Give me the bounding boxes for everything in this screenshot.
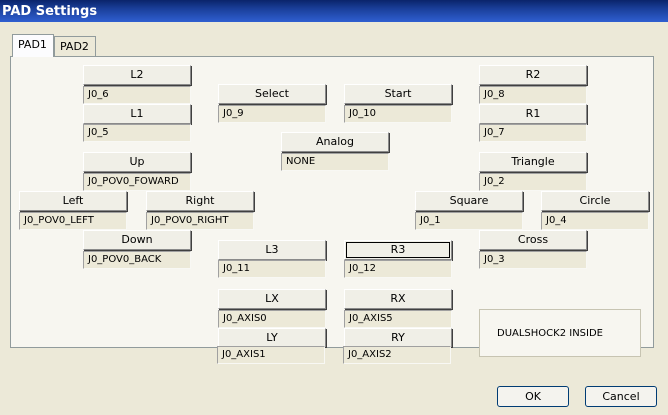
up-button[interactable]: Up bbox=[83, 152, 191, 172]
select-button[interactable]: Select bbox=[218, 84, 326, 104]
controller-info-text: DUALSHOCK2 INSIDE bbox=[497, 328, 603, 339]
tab-pad1-label: PAD1 bbox=[18, 38, 47, 51]
select-mapping-field[interactable]: J0_9 bbox=[218, 105, 326, 123]
ok-button[interactable]: OK bbox=[497, 386, 569, 407]
r1-mapping-field[interactable]: J0_7 bbox=[479, 124, 587, 142]
ly-mapping-field[interactable]: J0_AXIS1 bbox=[217, 346, 325, 364]
l2-button[interactable]: L2 bbox=[83, 65, 191, 85]
ly-button[interactable]: LY bbox=[218, 328, 326, 347]
analog-mapping-field[interactable]: NONE bbox=[281, 153, 389, 171]
circle-mapping-field[interactable]: J0_4 bbox=[541, 212, 649, 230]
square-mapping-field[interactable]: J0_1 bbox=[415, 212, 523, 230]
title-bar[interactable]: PAD Settings bbox=[0, 0, 668, 22]
start-button[interactable]: Start bbox=[344, 84, 452, 104]
controller-info-box: DUALSHOCK2 INSIDE bbox=[479, 309, 641, 357]
up-mapping-field[interactable]: J0_POV0_FOWARD bbox=[83, 173, 191, 191]
l1-button[interactable]: L1 bbox=[83, 104, 191, 124]
ry-mapping-field[interactable]: J0_AXIS2 bbox=[343, 346, 451, 364]
r2-button[interactable]: R2 bbox=[479, 65, 587, 85]
r3-button[interactable]: R3 bbox=[344, 240, 452, 260]
triangle-button[interactable]: Triangle bbox=[479, 152, 587, 172]
right-mapping-field[interactable]: J0_POV0_RIGHT bbox=[146, 212, 254, 230]
down-button[interactable]: Down bbox=[83, 230, 191, 250]
down-mapping-field[interactable]: J0_POV0_BACK bbox=[83, 251, 191, 269]
pad1-panel: L2 J0_6 L1 J0_5 Select J0_9 Start J0_10 … bbox=[10, 56, 654, 357]
l3-button[interactable]: L3 bbox=[218, 240, 326, 260]
rx-mapping-field[interactable]: J0_AXIS5 bbox=[344, 310, 452, 328]
triangle-mapping-field[interactable]: J0_2 bbox=[479, 173, 587, 191]
tab-pad2[interactable]: PAD2 bbox=[54, 36, 96, 56]
cross-mapping-field[interactable]: J0_3 bbox=[479, 251, 587, 269]
square-button[interactable]: Square bbox=[415, 191, 523, 211]
cross-button[interactable]: Cross bbox=[479, 230, 587, 250]
l2-mapping-field[interactable]: J0_6 bbox=[83, 86, 191, 104]
tab-pad2-label: PAD2 bbox=[60, 40, 89, 53]
r3-mapping-field[interactable]: J0_12 bbox=[344, 260, 452, 278]
lx-button[interactable]: LX bbox=[218, 289, 326, 309]
ry-button[interactable]: RY bbox=[344, 328, 452, 347]
window-title: PAD Settings bbox=[2, 4, 98, 19]
cancel-button[interactable]: Cancel bbox=[585, 386, 657, 407]
circle-button[interactable]: Circle bbox=[541, 191, 649, 211]
left-mapping-field[interactable]: J0_POV0_LEFT bbox=[19, 212, 127, 230]
right-button[interactable]: Right bbox=[146, 191, 254, 211]
r1-button[interactable]: R1 bbox=[479, 104, 587, 124]
tab-pad1[interactable]: PAD1 bbox=[12, 34, 54, 57]
start-mapping-field[interactable]: J0_10 bbox=[344, 105, 452, 123]
l1-mapping-field[interactable]: J0_5 bbox=[83, 124, 191, 142]
rx-button[interactable]: RX bbox=[344, 289, 452, 309]
lx-mapping-field[interactable]: J0_AXIS0 bbox=[218, 310, 326, 328]
analog-button[interactable]: Analog bbox=[281, 132, 389, 152]
r2-mapping-field[interactable]: J0_8 bbox=[479, 86, 587, 104]
left-button[interactable]: Left bbox=[19, 191, 127, 211]
l3-mapping-field[interactable]: J0_11 bbox=[218, 260, 326, 278]
